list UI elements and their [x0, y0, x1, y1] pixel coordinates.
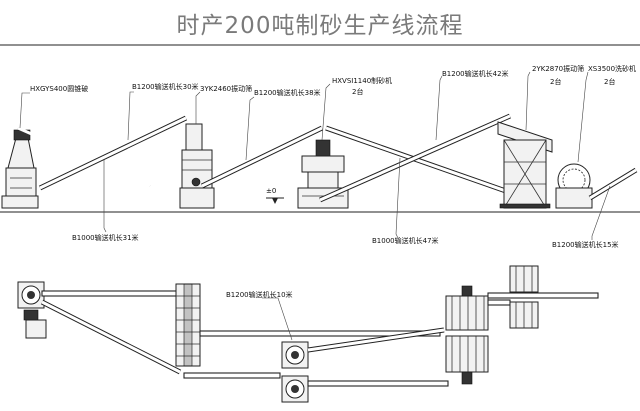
screen-2yk2870: [497, 121, 553, 209]
sand-washer-plan-2: [509, 301, 539, 329]
ground-marker: [266, 197, 284, 204]
plan-belt-return: [40, 299, 182, 375]
belt-b1200-38m: [200, 125, 324, 189]
label-cone-crusher: HXGYS400圆锥破: [30, 84, 88, 93]
screen-2yk2870-plan-1: [445, 285, 489, 331]
sand-washer: [555, 163, 593, 209]
label-belt-b1200-38m: B1200输送机长38米: [254, 88, 321, 97]
sand-maker-plan-2: [281, 375, 309, 403]
label-belt-b1000-47m: B1000输送机长47米: [372, 236, 439, 245]
label-leader-10m: [262, 297, 293, 341]
label-screen-2yk2870-qty: 2台: [550, 77, 561, 86]
label-screen-2yk2870: 2YK2870振动筛: [532, 64, 584, 73]
plan-belt-to-washers: [487, 292, 599, 306]
label-sand-washer-qty: 2台: [604, 77, 615, 86]
belt-b1200-15m: [588, 167, 638, 201]
label-belt-b1200-42m: B1200输送机长42米: [442, 69, 509, 78]
sand-maker-plan-1: [281, 341, 309, 369]
label-ground-mark: ±0: [266, 187, 276, 195]
label-sand-maker: HXVSI1140制砂机: [332, 76, 392, 85]
belt-b1200-42m: [318, 113, 512, 203]
label-belt-b1200-30m: B1200输送机长30米: [132, 82, 199, 91]
belt-b1000-31m: [38, 115, 188, 191]
plan-belt-maker-to-screens: [307, 327, 449, 387]
label-belt-b1200-15m: B1200输送机长15米: [552, 240, 619, 249]
ground-line: [0, 44, 640, 213]
label-sand-maker-qty: 2台: [352, 87, 363, 96]
sand-washer-plan-1: [509, 265, 539, 293]
label-sand-washer: XS3500洗砂机: [588, 64, 636, 73]
label-belt-b1200-10m: B1200输送机长10米: [226, 290, 293, 299]
cone-crusher: [1, 129, 39, 209]
screen-3yk2460: [179, 123, 215, 209]
belt-b1200-30m: [17, 126, 151, 188]
label-belt-b1000-31m: B1000输送机长31米: [72, 233, 139, 242]
screen-2yk2870-plan-2: [445, 335, 489, 385]
screen-3yk2460-plan: [175, 283, 201, 367]
label-screen-3yk2460: 3YK2460振动筛: [200, 84, 252, 93]
plan-belt-cone-to-screen: [41, 290, 183, 297]
diagram-title: 时产200吨制砂生产线流程: [176, 13, 464, 39]
cone-crusher-plan: [17, 281, 47, 339]
label-leaders: [19, 71, 611, 240]
plan-belt-screen-to-maker: [183, 330, 441, 379]
belt-b1000-47m: [325, 125, 521, 199]
